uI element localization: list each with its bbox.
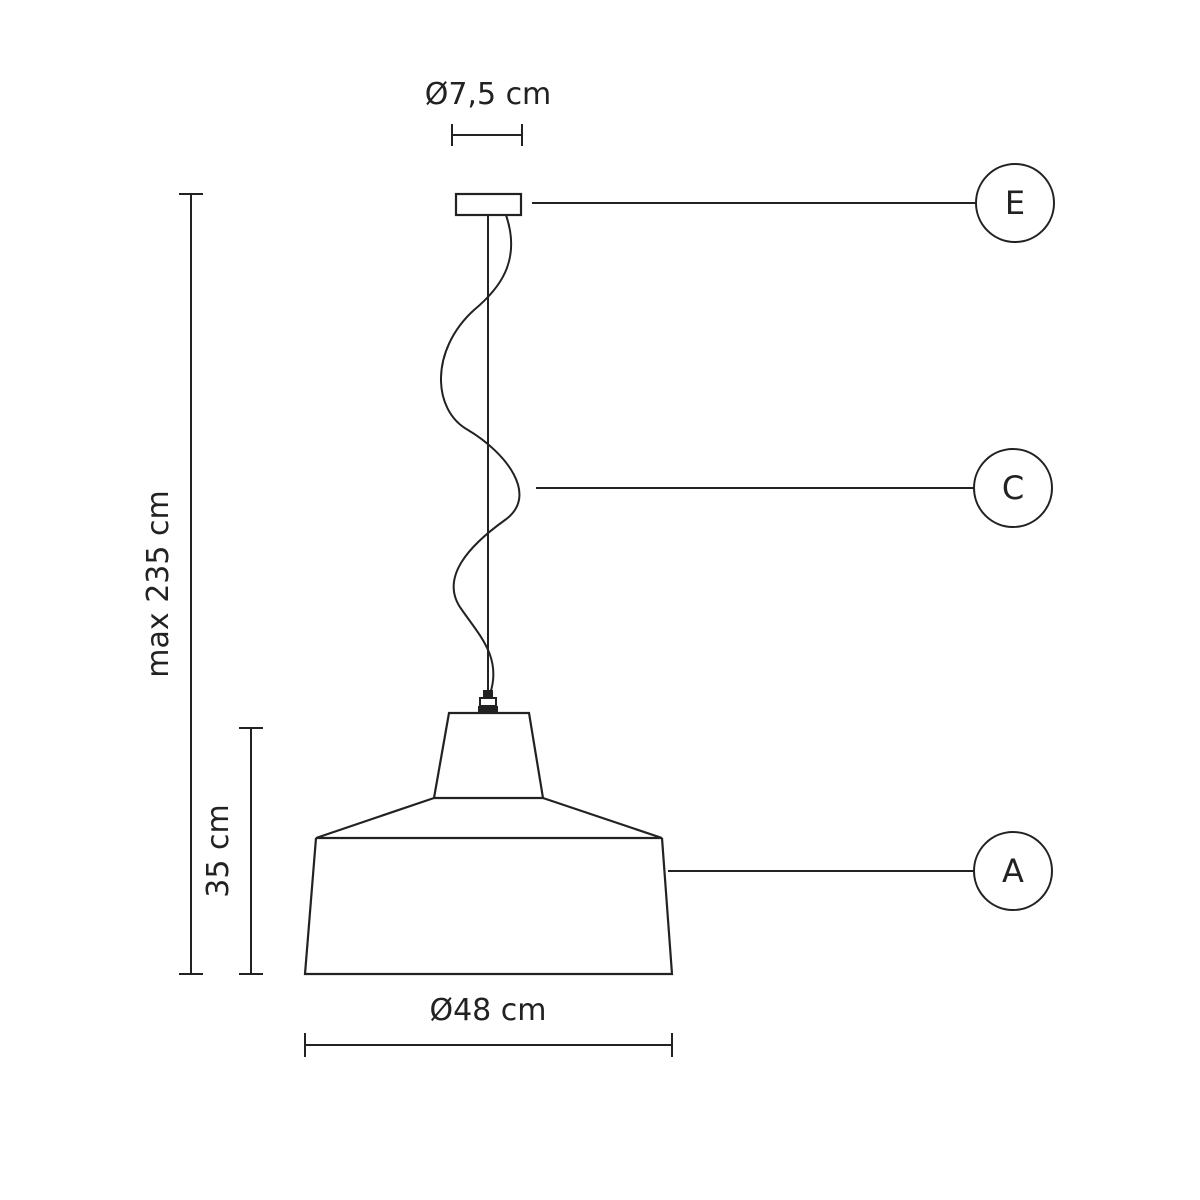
max-height-dimension: max 235 cm — [141, 193, 203, 975]
shade-neck — [432, 711, 545, 800]
shade-height-label: 35 cm — [201, 804, 236, 897]
callout-cable: C — [536, 448, 1053, 528]
callout-canopy: E — [532, 163, 1055, 243]
canopy-diameter-dimension: Ø7,5 cm — [425, 77, 552, 146]
canopy-diameter-label: Ø7,5 cm — [425, 77, 552, 112]
callout-e-circle — [975, 163, 1055, 243]
shade-height-dimension: 35 cm — [201, 727, 263, 975]
shade-diameter-label: Ø48 cm — [429, 993, 546, 1028]
lamp-shade — [303, 711, 674, 976]
shade-shoulder — [315, 796, 663, 840]
cable-connector — [478, 690, 498, 713]
callout-c-circle — [973, 448, 1053, 528]
callout-shade: A — [668, 831, 1053, 911]
shade-drum — [303, 837, 674, 976]
callout-a-circle — [973, 831, 1053, 911]
canopy — [454, 192, 523, 217]
callout-a-label: A — [1002, 852, 1024, 890]
callout-e-label: E — [1005, 184, 1025, 222]
callout-c-label: C — [1002, 469, 1024, 507]
shade-diameter-dimension: Ø48 cm — [304, 993, 673, 1057]
max-height-label: max 235 cm — [141, 490, 176, 677]
power-cable — [440, 214, 521, 695]
